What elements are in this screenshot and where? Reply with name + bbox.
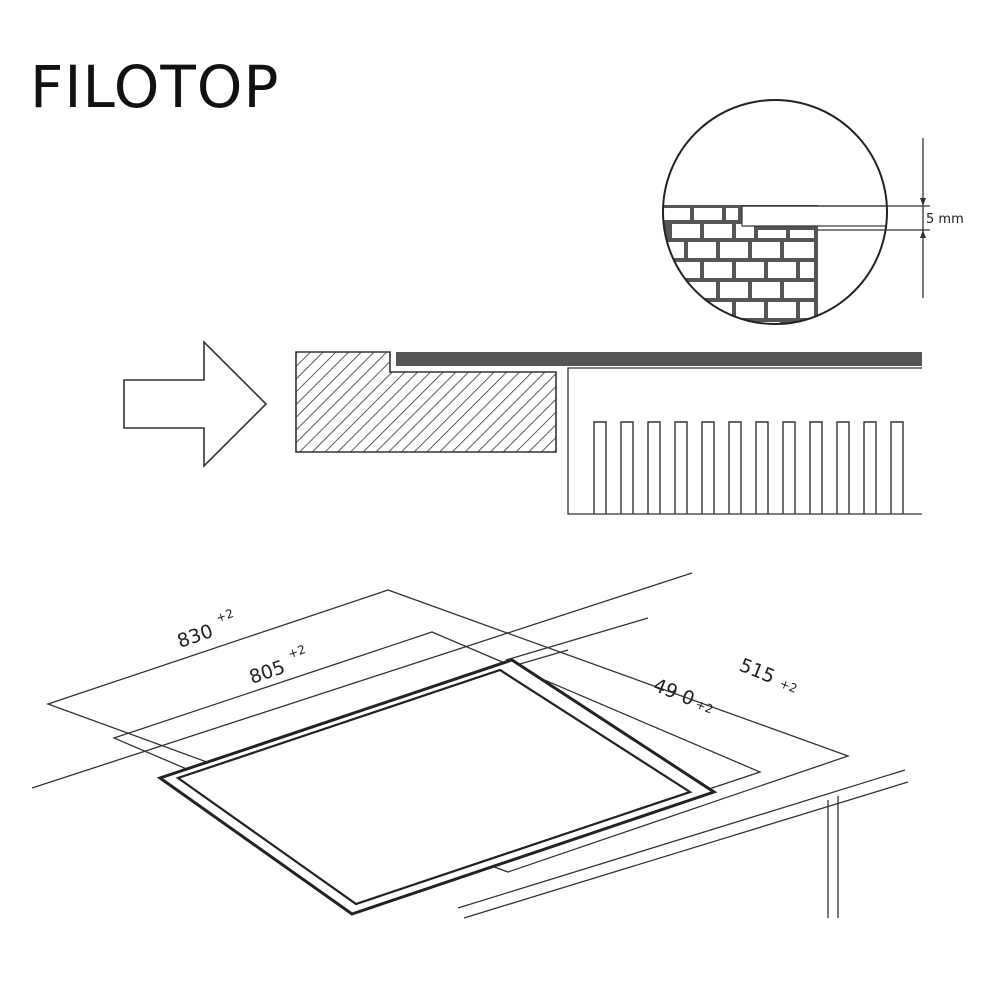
hob-inner-frame bbox=[175, 668, 693, 906]
inner-depth-tolerance: +2 bbox=[694, 697, 716, 717]
worktop-section bbox=[295, 351, 557, 453]
page-title: FILOTOP bbox=[30, 53, 280, 121]
cutout-plan bbox=[31, 572, 909, 919]
outer-width-tolerance: +2 bbox=[214, 606, 235, 625]
arrow-down-icon bbox=[920, 198, 926, 206]
outer-depth-tolerance: +2 bbox=[778, 676, 800, 696]
inner-depth-value: 49 0 bbox=[650, 674, 697, 710]
arrow-up-icon bbox=[920, 230, 926, 238]
glass-hob-top bbox=[396, 352, 922, 366]
direction-arrow-icon bbox=[123, 340, 268, 468]
cross-section bbox=[295, 351, 922, 515]
gap-label: 5 mm bbox=[926, 212, 964, 227]
countertop-front-edge bbox=[457, 769, 906, 909]
inner-width-value: 805 bbox=[246, 656, 287, 689]
outer-width-value: 830 bbox=[174, 620, 215, 653]
heatsink-fins bbox=[593, 421, 904, 514]
inner-width-tolerance: +2 bbox=[286, 642, 307, 661]
outer-depth-value: 515 bbox=[736, 654, 778, 688]
detail-circle: 5 mm bbox=[662, 99, 964, 325]
hob-body bbox=[567, 367, 922, 515]
countertop-back-edge bbox=[31, 572, 693, 789]
magnifier-outline bbox=[662, 99, 888, 325]
